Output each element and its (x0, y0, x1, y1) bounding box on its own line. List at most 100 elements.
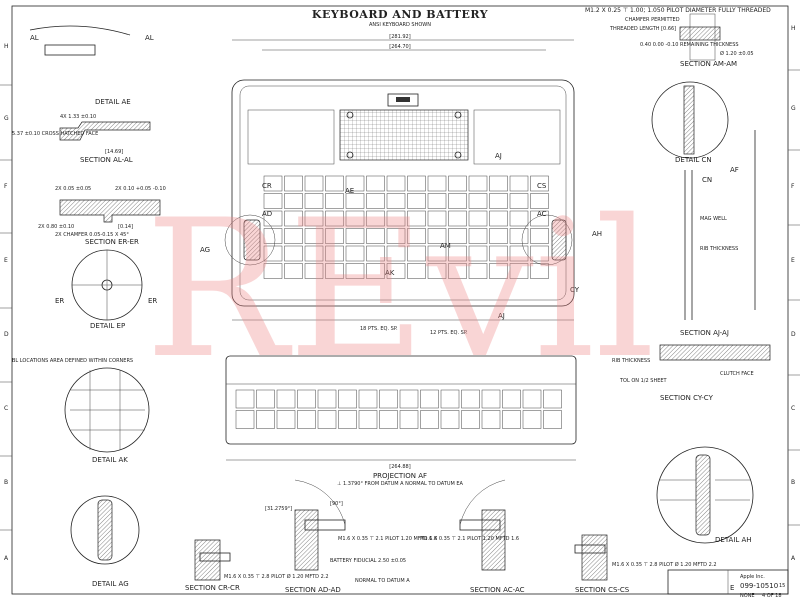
key-outline (468, 210, 488, 227)
zone-label: C (4, 405, 8, 412)
key-outline (407, 245, 426, 262)
dimension: [264.88] (389, 464, 410, 470)
view-label: DETAIL AH (715, 536, 752, 544)
key-outline (304, 245, 324, 262)
note: M1.6 X 0.35 ⊤ 2.1 PILOT 1.20 MFTD 1.6 (420, 536, 519, 542)
section-al: 4X 1.33 ±0.10 5.37 ±0.10 CROSS HATCHED F… (12, 114, 151, 164)
zone-label: E (791, 257, 795, 264)
key-outline (468, 175, 488, 192)
zone-label: H (791, 25, 796, 32)
zone-label: E (4, 257, 8, 264)
section-ac: M1.6 X 0.35 ⊤ 2.1 PILOT 1.20 MFTD 1.6 SE… (420, 479, 525, 594)
callout: CN (702, 176, 712, 184)
sheet-size: E (730, 584, 734, 592)
key-outline (297, 389, 316, 409)
key-outline (345, 175, 365, 192)
key-outline (448, 175, 467, 192)
view-label: SECTION AM-AM (680, 60, 737, 68)
detail-ag: DETAIL AG (70, 495, 140, 588)
dimension: [281.92] (389, 34, 410, 40)
callout: AF (730, 166, 739, 174)
callout: AM (440, 242, 451, 250)
key-outline (543, 410, 562, 429)
key-outline (386, 210, 406, 227)
callout: AE (345, 187, 354, 195)
key-outline (543, 389, 562, 409)
watermark: REvil (145, 179, 656, 400)
dimension: [31.2759°] (265, 506, 292, 512)
key-outline (509, 210, 529, 227)
key-outline (284, 228, 303, 244)
key-outline (489, 245, 508, 262)
key-outline (407, 263, 426, 279)
callout: CR (262, 182, 272, 190)
key-outline (386, 193, 406, 209)
key-outline (325, 228, 344, 244)
key-outline (366, 175, 385, 192)
key-outline (263, 263, 283, 279)
dimension: 2X 0.05 ±0.05 (55, 186, 91, 192)
dimension: [90°] (330, 501, 343, 507)
section-ad: [31.2759°] [90°] M1.6 X 0.35 ⊤ 2.1 PILOT… (265, 479, 437, 594)
section-cy: RIB THICKNESS CLUTCH FACE TOL ON 1/2 SHE… (612, 344, 771, 402)
key-outline (366, 245, 385, 262)
zone-label: F (791, 183, 795, 190)
dimension: 2X 0.80 ±0.10 (38, 224, 74, 230)
detail-ep: ER ER DETAIL EP (55, 249, 157, 330)
callout: AH (592, 230, 602, 238)
zone-label: C (791, 405, 795, 412)
key-outline (489, 228, 508, 244)
key-outline (489, 193, 508, 209)
key-outline (440, 389, 460, 409)
key-outline (399, 410, 419, 429)
note: 12 PTS. EQ. SP. (430, 330, 468, 336)
key-outline (427, 193, 447, 209)
title-block: Apple Inc. E 099-10510 15 NONE 4 OF 18 (667, 569, 789, 599)
key-outline (304, 210, 324, 227)
key-outline (235, 410, 255, 429)
zone-label: B (791, 479, 795, 486)
zone-label: G (791, 105, 796, 112)
drawing-title: KEYBOARD AND BATTERY (312, 8, 488, 21)
note: ⊥ 1.3790° FROM DATUM A NORMAL TO DATUM E… (337, 481, 464, 487)
view-label: SECTION CY-CY (660, 394, 714, 402)
zone-label: A (791, 555, 796, 562)
key-outline (304, 263, 324, 279)
key-outline (284, 263, 303, 279)
company-name: Apple Inc. (740, 574, 765, 580)
key-outline (448, 245, 467, 262)
callout: ER (148, 297, 157, 305)
section-am: M1.2 X 0.25 ⊤ 1.00; 1.050 PILOT DIAMETER… (585, 7, 771, 68)
key-outline (522, 410, 542, 429)
key-outline (338, 389, 357, 409)
key-outline (317, 410, 337, 429)
note: BL LOCATIONS AREA DEFINED WITHIN CORNERS (12, 358, 133, 364)
key-outline (530, 228, 549, 244)
key-outline (502, 389, 521, 409)
bottom-key-grid (235, 389, 562, 429)
callout: AK (385, 269, 395, 277)
detail-ah: DETAIL AH (656, 446, 754, 544)
dimension: 4X 1.33 ±0.10 (60, 114, 96, 120)
key-outline (530, 175, 549, 192)
view-label: SECTION AL-AL (80, 156, 133, 164)
key-outline (420, 410, 439, 429)
zone-markers-right: H G F E D C B A (791, 25, 796, 562)
zone-label: H (4, 43, 9, 50)
key-outline (530, 245, 549, 262)
view-label: SECTION CS-CS (575, 586, 630, 594)
view-label: SECTION CR-CR (185, 584, 240, 592)
note: CLUTCH FACE (720, 371, 754, 377)
view-label: SECTION ER-ER (85, 238, 139, 246)
key-outline (530, 263, 549, 279)
key-outline (256, 389, 275, 409)
key-outline (345, 210, 365, 227)
key-outline (284, 245, 303, 262)
keyboard-bottom-view: [264.88] PROJECTION AF ⊥ 1.3790° FROM DA… (225, 355, 577, 487)
key-outline (358, 410, 378, 429)
drawing-subtitle: ANSI KEYBOARD SHOWN (369, 22, 431, 28)
zone-label: F (4, 183, 8, 190)
key-outline (284, 193, 303, 209)
callout: ER (55, 297, 64, 305)
note: CHAMFER PERMITTED (625, 17, 680, 23)
